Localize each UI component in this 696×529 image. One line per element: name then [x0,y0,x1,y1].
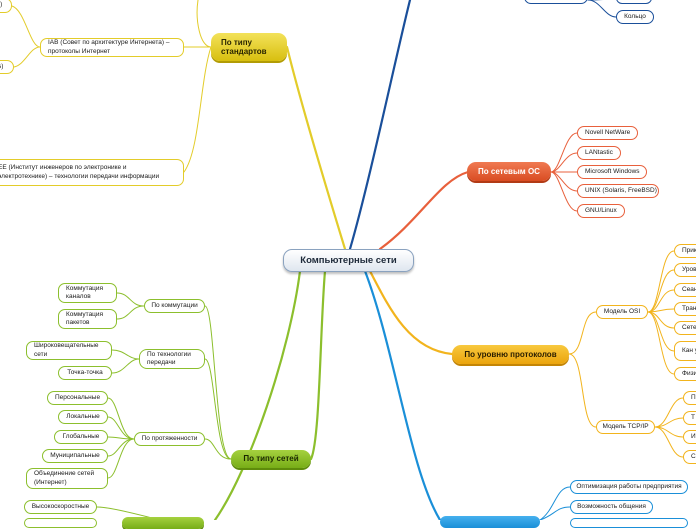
branch-standards-label: По типу стандартов [221,37,267,56]
extent-local[interactable]: Локальные [58,410,108,424]
osi-layer-presentation[interactable]: Урове [674,263,696,277]
switching-circuits[interactable]: Коммутация каналов [58,283,117,303]
standard-ieee[interactable]: EE (Институт инженеров по электронике и … [0,159,184,186]
group-switching[interactable]: По коммутации [144,299,205,313]
tcpip-layer-internet[interactable]: И [683,430,696,444]
model-tcpip[interactable]: Модель TCP/IP [596,420,655,434]
topology-partial-2[interactable] [616,0,652,4]
technology-point-to-point[interactable]: Точка-точка [58,366,112,380]
branch-protocols[interactable]: По уровню протоколов [452,345,569,364]
osi-layer-datalink[interactable]: Кан уро [674,341,696,361]
branch-protocols-label: По уровню протоколов [464,349,557,359]
extent-personal[interactable]: Персональные [47,391,108,405]
model-osi[interactable]: Модель OSI [596,305,648,319]
extent-global[interactable]: Глобальные [54,430,108,444]
topology-partial[interactable] [524,0,588,4]
branch-standards[interactable]: По типу стандартов [211,33,287,61]
osi-layer-network[interactable]: Сете [674,321,696,335]
extent-municipal[interactable]: Муниципальные [42,449,108,463]
switching-packets[interactable]: Коммутация пакетов [58,309,117,329]
osi-layer-transport[interactable]: Тран [674,302,696,316]
os-windows[interactable]: Microsoft Windows [577,165,647,179]
technology-broadcast[interactable]: Широковещательные сети [26,341,112,360]
root-node[interactable]: Компьютерные сети [283,249,414,272]
standard-partial-top[interactable]: r) [0,0,12,13]
branch-network-type-label: По типу сетей [243,454,299,464]
purpose-optimization[interactable]: Оптимизация работы предприятия [570,480,688,494]
os-lantastic[interactable]: LANtastic [577,146,621,160]
group-technology[interactable]: По технологии передачи [139,349,205,369]
standard-partial-mid[interactable]: s) [0,60,14,74]
branch-os-label: По сетевым ОС [478,166,540,176]
standard-iab[interactable]: IAB (Совет по архитектуре Интернета) – п… [40,38,184,57]
purpose-communication[interactable]: Возможность общения [570,500,653,514]
os-unix[interactable]: UNIX (Solaris, FreeBSD) [577,184,659,198]
os-linux[interactable]: GNU/Linux [577,204,625,218]
speed-high[interactable]: Высокоскоростные [24,500,97,514]
osi-layer-physical[interactable]: Физи [674,367,696,381]
branch-network-type[interactable]: По типу сетей [231,450,311,468]
osi-layer-session[interactable]: Сеан [674,283,696,297]
branch-speed-partial[interactable] [122,517,204,529]
os-netware[interactable]: Novell NetWare [577,126,638,140]
group-extent[interactable]: По протяженности [134,432,205,446]
branch-purpose-partial[interactable] [440,516,540,528]
root-label: Компьютерные сети [300,255,397,266]
osi-layer-application[interactable]: Прик [674,244,696,258]
tcpip-layer-network[interactable]: С [683,450,696,464]
tcpip-layer-application[interactable]: П [683,391,696,405]
tcpip-layer-transport[interactable]: Т [683,411,696,425]
extent-internet[interactable]: Объединение сетей (Интернет) [26,468,108,489]
topology-ring[interactable]: Кольцо [616,10,654,24]
branch-os[interactable]: По сетевым ОС [467,162,551,181]
